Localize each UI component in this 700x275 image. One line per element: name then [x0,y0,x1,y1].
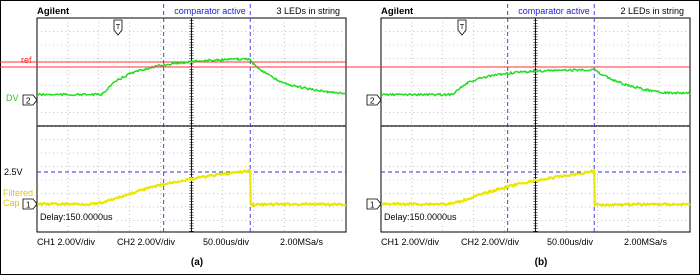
footer-timebase: 50.00us/div [203,237,250,247]
ref-label: ref [21,55,32,65]
cap-label-line2: Cap [3,198,20,208]
footer-timebase: 50.00us/div [547,237,594,247]
footer-ch1: CH1 2.00V/div [381,237,440,247]
svg-text:2: 2 [370,97,375,106]
brand-label: Agilent [37,6,70,17]
ch1-trace-filtered-cap [380,169,691,207]
ch2-ground-marker: 2 [366,94,382,106]
header-right-label: 3 LEDs in string [276,6,340,16]
ch1-trace-filtered-cap [36,168,347,207]
traces [36,57,347,207]
ch1-ground-marker: 1 [22,198,38,210]
scope-panel-b: 2 1 T Agilent 2 LEDs in string comparator ac… [0,4,691,268]
channel-markers: 2 1 T [366,19,467,210]
delay-readout: Delay:150.0000us [40,212,113,222]
footer-ch2: CH2 2.00V/div [117,237,176,247]
svg-text:1: 1 [26,201,31,210]
delay-readout: Delay:150.0000us [384,212,457,222]
trigger-position-marker: T [113,19,123,36]
footer-sample-rate: 2.00MSa/s [624,237,668,247]
ch1-ground-marker: 1 [366,198,382,210]
ch2-trace-dv [36,57,347,97]
comparator-label: comparator active [174,6,246,16]
scope-panel-a: 2 1 T Agilent 3 LEDs in string comparator ac… [0,4,347,268]
dv-label: DV [6,93,19,103]
svg-text:2: 2 [26,97,31,106]
graticule [0,4,691,233]
svg-text:1: 1 [370,201,375,210]
ch2-trace-dv [380,68,691,97]
level-label: 2.5V [4,167,23,177]
footer-ch2: CH2 2.00V/div [461,237,520,247]
panel-label: (b) [535,257,548,268]
svg-text:T: T [116,24,121,31]
brand-label: Agilent [381,6,414,17]
svg-text:T: T [460,24,465,31]
channel-markers: 2 1 T [22,19,123,210]
traces [380,68,691,207]
header-right-label: 2 LEDs in string [620,6,684,16]
trigger-position-marker: T [457,19,467,36]
footer-sample-rate: 2.00MSa/s [280,237,324,247]
graticule [0,4,347,233]
comparator-label: comparator active [518,6,590,16]
footer-ch1: CH1 2.00V/div [37,237,96,247]
panel-label: (a) [191,257,203,268]
ch2-ground-marker: 2 [22,94,38,106]
cap-label-line1: Filtered [3,188,33,198]
